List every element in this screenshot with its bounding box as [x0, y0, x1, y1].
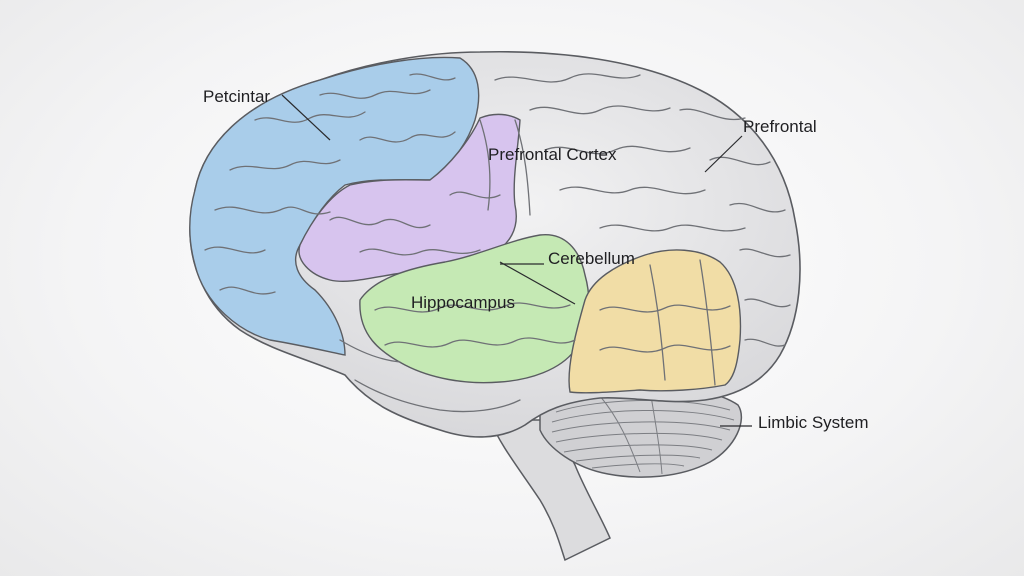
leader-lines [281, 94, 752, 427]
label-cerebellum: Cerebellum [548, 249, 635, 268]
label-prefrontal: Prefrontal [743, 117, 817, 136]
leader-petcintar [281, 94, 331, 141]
label-limbic-system: Limbic System [758, 413, 869, 432]
brain-folds [204, 73, 791, 413]
label-petcintar: Petcintar [203, 87, 271, 106]
purple-region [298, 113, 521, 283]
label-hippocampus: Hippocampus [411, 293, 515, 312]
label-prefrontal-cortex: Prefrontal Cortex [488, 145, 617, 164]
blue-region [189, 56, 480, 356]
yellow-region [568, 249, 742, 394]
leader-cerebellum-diag [499, 261, 576, 305]
leader-prefrontal [704, 135, 743, 173]
